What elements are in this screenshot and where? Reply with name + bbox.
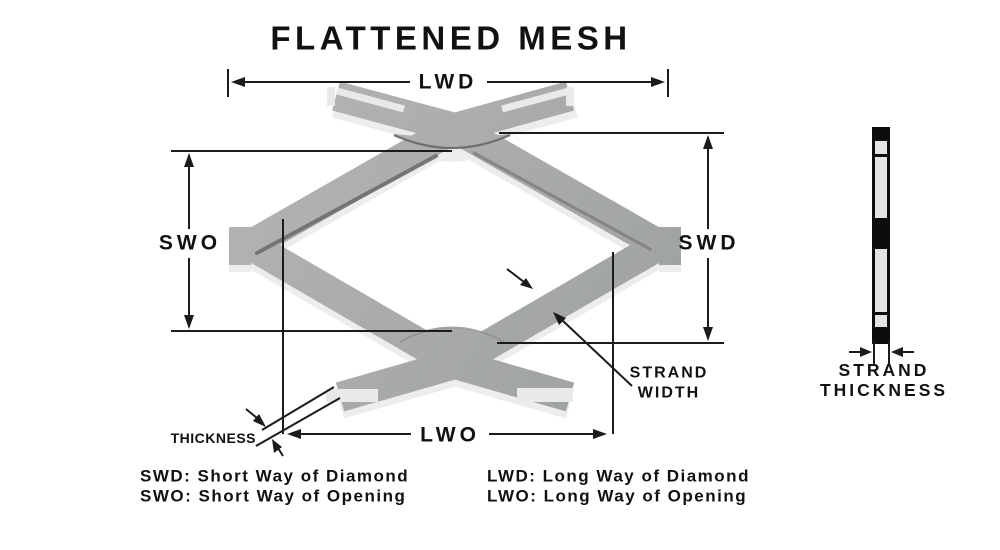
arrowhead	[520, 278, 533, 289]
arrowhead	[703, 327, 713, 341]
legend-lwo: LWO: Long Way of Opening	[487, 487, 747, 506]
strand-thickness-label-line1: STRAND	[839, 360, 930, 380]
strand-thickness-side-view: STRAND THICKNESS	[820, 127, 948, 400]
swd-dimension: SWD	[497, 132, 740, 344]
lwd-label: LWD	[419, 71, 478, 94]
legend-swo: SWO: Short Way of Opening	[140, 487, 406, 506]
thickness-extension-line	[255, 397, 341, 447]
arrowhead	[703, 135, 713, 149]
leader-line	[245, 408, 258, 419]
strand-thickness-label-line2: THICKNESS	[820, 380, 948, 400]
strand-width-label-line2: WIDTH	[638, 385, 700, 402]
lwd-dimension: LWD	[227, 69, 669, 97]
arrowhead	[593, 429, 607, 439]
page-title: FLATTENED MESH	[270, 20, 631, 57]
strand-width-callout: STRAND WIDTH	[506, 268, 709, 402]
arrowhead	[253, 414, 266, 427]
leader-line	[506, 268, 525, 283]
strand-side-segment	[875, 249, 887, 312]
swo-label: SWO	[159, 232, 221, 255]
legend-lwd: LWD: Long Way of Diamond	[487, 467, 750, 486]
strand-side-segment	[875, 157, 887, 218]
leader-line	[561, 319, 633, 387]
lwo-label: LWO	[420, 424, 480, 447]
legend-swd: SWD: Short Way of Diamond	[140, 467, 409, 486]
arrowhead	[231, 77, 245, 87]
thickness-extension-line	[261, 386, 335, 431]
mesh-drawing	[229, 81, 681, 419]
mesh-shadows	[255, 133, 652, 343]
strand-side-segment	[875, 141, 887, 154]
strand-width-label-line1: STRAND	[630, 365, 709, 382]
arrowhead	[553, 312, 566, 325]
arrowhead	[272, 439, 282, 453]
swd-label: SWD	[679, 232, 740, 255]
lwo-dimension: LWO	[282, 219, 614, 447]
arrowhead	[860, 347, 872, 357]
thickness-label: THICKNESS	[171, 430, 256, 446]
swo-dimension: SWO	[159, 150, 452, 332]
legend: SWD: Short Way of Diamond SWO: Short Way…	[140, 467, 750, 506]
thickness-callout: THICKNESS	[171, 386, 341, 457]
strand-side-segment	[875, 315, 887, 327]
arrowhead	[891, 347, 903, 357]
arrowhead	[287, 429, 301, 439]
arrowhead	[184, 153, 194, 167]
arrowhead	[651, 77, 665, 87]
bottom-knuckle-curve	[398, 328, 506, 370]
arrowhead	[184, 315, 194, 329]
